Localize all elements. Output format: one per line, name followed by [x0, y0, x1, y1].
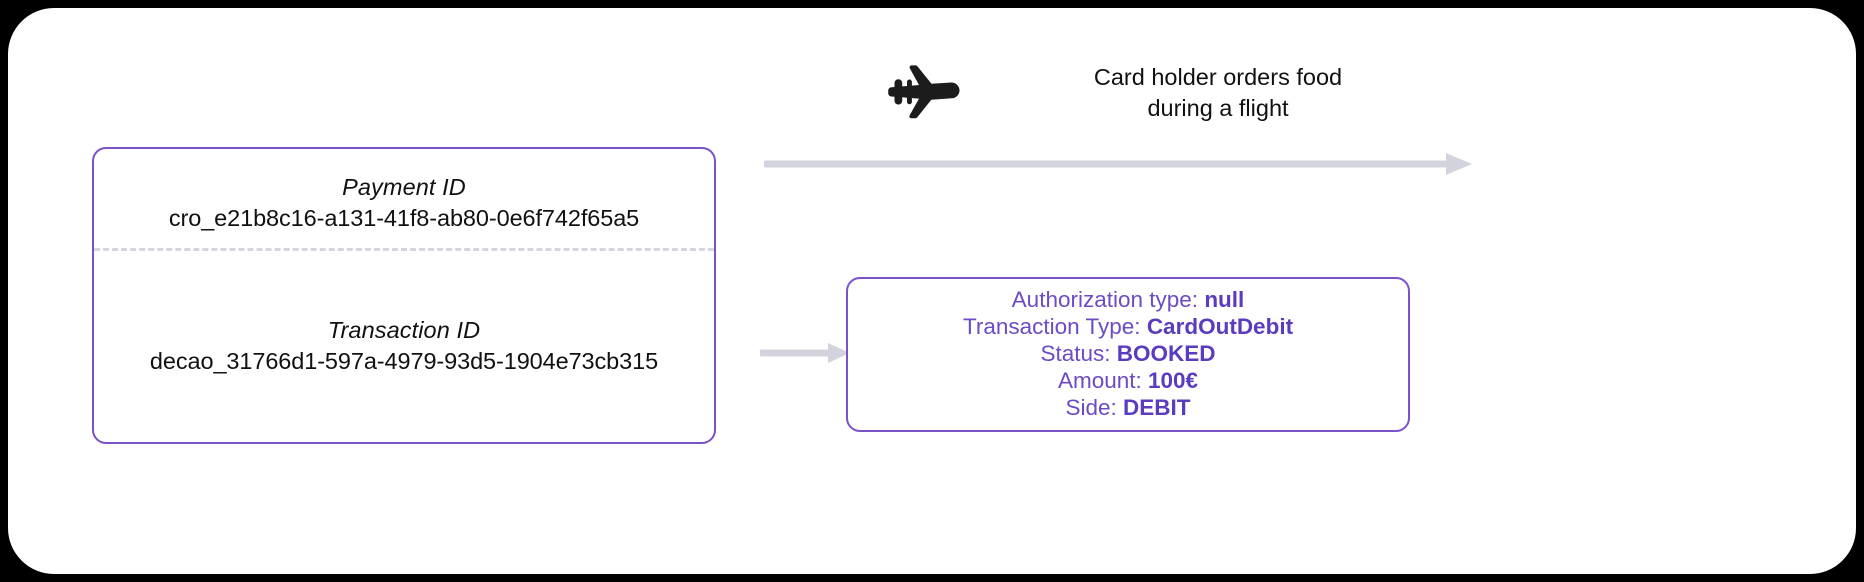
payment-id-value: cro_e21b8c16-a131-41f8-ab80-0e6f742f65a5	[168, 205, 640, 231]
detail-row: Side: DEBIT	[1065, 394, 1190, 421]
transaction-id-label: Transaction ID	[327, 317, 481, 343]
detail-value: null	[1204, 287, 1245, 312]
detail-label: Authorization type:	[1011, 287, 1199, 312]
card-surface: Payment ID cro_e21b8c16-a131-41f8-ab80-0…	[8, 8, 1856, 574]
detail-value: BOOKED	[1116, 341, 1216, 366]
detail-connector-arrow-icon	[760, 343, 850, 363]
panel-divider	[94, 248, 714, 251]
detail-label: Side:	[1065, 395, 1117, 420]
detail-row: Authorization type: null	[1012, 286, 1245, 313]
flight-annotation: Card holder orders food during a flight	[888, 55, 1448, 131]
detail-label: Amount:	[1057, 368, 1142, 393]
flight-caption: Card holder orders food during a flight	[1093, 64, 1343, 121]
detail-label: Status:	[1040, 341, 1111, 366]
transaction-id-block: Transaction ID decao_31766d1-597a-4979-9…	[94, 314, 714, 377]
transaction-id-value: decao_31766d1-597a-4979-93d5-1904e73cb31…	[149, 348, 659, 374]
detail-label: Transaction Type:	[962, 314, 1141, 339]
detail-row: Status: BOOKED	[1040, 340, 1215, 367]
identifiers-panel: Payment ID cro_e21b8c16-a131-41f8-ab80-0…	[92, 147, 716, 444]
airplane-icon	[888, 65, 960, 119]
payment-id-label: Payment ID	[342, 174, 466, 200]
timeline-arrow-icon	[764, 153, 1472, 175]
detail-value: 100€	[1148, 368, 1199, 393]
payment-id-block: Payment ID cro_e21b8c16-a131-41f8-ab80-0…	[94, 171, 714, 234]
detail-value: DEBIT	[1123, 395, 1191, 420]
detail-row: Amount: 100€	[1058, 367, 1198, 394]
detail-value: CardOutDebit	[1146, 314, 1294, 339]
detail-row: Transaction Type: CardOutDebit	[963, 313, 1293, 340]
transaction-detail-panel: Authorization type: null Transaction Typ…	[846, 277, 1410, 432]
